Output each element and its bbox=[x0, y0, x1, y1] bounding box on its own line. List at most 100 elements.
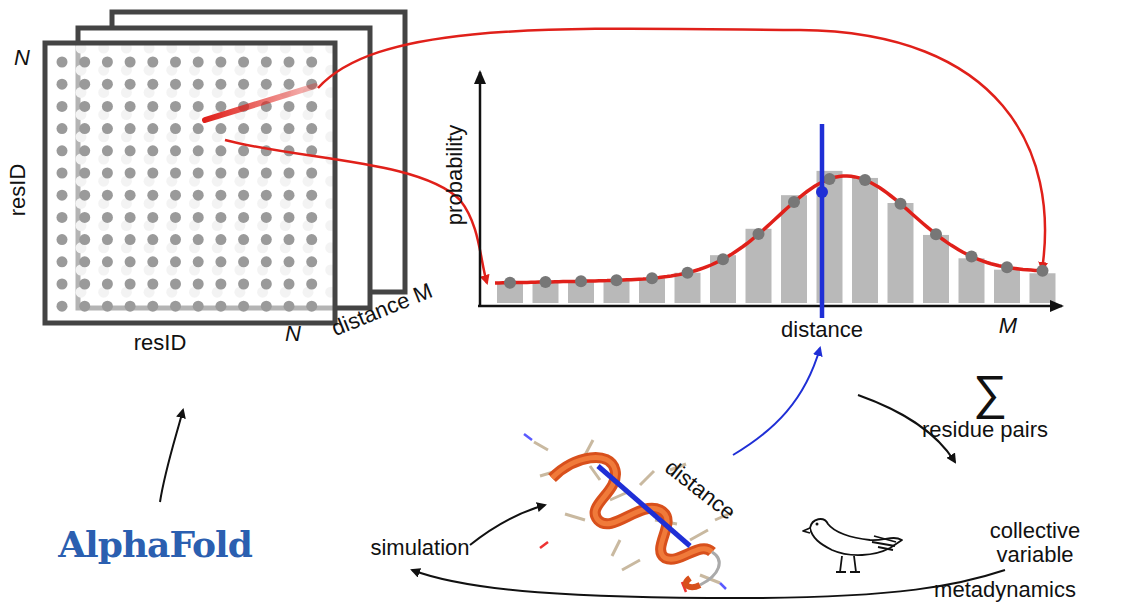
matrix-dots bbox=[57, 57, 318, 312]
data-point bbox=[717, 253, 729, 265]
dot bbox=[238, 234, 249, 245]
dot bbox=[306, 279, 317, 290]
dot bbox=[147, 79, 158, 90]
bar bbox=[994, 270, 1020, 303]
dot bbox=[284, 79, 295, 90]
dot bbox=[261, 79, 272, 90]
dot bbox=[306, 301, 317, 312]
data-point bbox=[611, 274, 623, 286]
dot bbox=[215, 279, 226, 290]
dot bbox=[79, 190, 90, 201]
dot bbox=[147, 123, 158, 134]
dot bbox=[306, 234, 317, 245]
dot bbox=[284, 279, 295, 290]
axis-label: distance bbox=[781, 318, 863, 342]
dot bbox=[79, 101, 90, 112]
bar bbox=[1030, 273, 1056, 303]
dot bbox=[284, 301, 295, 312]
dot bbox=[57, 57, 68, 68]
dot bbox=[79, 145, 90, 156]
dot bbox=[284, 212, 295, 223]
dot bbox=[306, 168, 317, 179]
dot bbox=[261, 57, 272, 68]
histogram-bars bbox=[497, 171, 1056, 303]
dot bbox=[284, 256, 295, 267]
dot bbox=[215, 168, 226, 179]
dot bbox=[238, 57, 249, 68]
dot bbox=[193, 145, 204, 156]
step-label: metadynamics bbox=[934, 578, 1076, 602]
dot bbox=[170, 256, 181, 267]
dot bbox=[170, 145, 181, 156]
dot bbox=[102, 279, 113, 290]
dot bbox=[57, 79, 68, 90]
dot bbox=[125, 212, 136, 223]
dot bbox=[147, 234, 158, 245]
dot bbox=[79, 212, 90, 223]
bar bbox=[888, 203, 914, 303]
dot bbox=[125, 101, 136, 112]
dot bbox=[79, 123, 90, 134]
dot bbox=[261, 256, 272, 267]
dot bbox=[306, 256, 317, 267]
dot bbox=[193, 79, 204, 90]
data-point bbox=[575, 275, 587, 287]
dot bbox=[125, 145, 136, 156]
dot bbox=[79, 256, 90, 267]
dot bbox=[306, 190, 317, 201]
dot bbox=[193, 234, 204, 245]
dot bbox=[238, 301, 249, 312]
dot bbox=[147, 168, 158, 179]
dot bbox=[57, 145, 68, 156]
dot bbox=[57, 212, 68, 223]
dot bbox=[193, 301, 204, 312]
dot bbox=[170, 234, 181, 245]
data-point bbox=[930, 228, 942, 240]
dot bbox=[306, 212, 317, 223]
dot bbox=[238, 123, 249, 134]
dot bbox=[57, 190, 68, 201]
dot bbox=[193, 101, 204, 112]
dot bbox=[193, 279, 204, 290]
dot bbox=[306, 101, 317, 112]
dot bbox=[147, 256, 158, 267]
dot bbox=[306, 123, 317, 134]
step-label: collective variable bbox=[975, 519, 1095, 567]
dot bbox=[79, 168, 90, 179]
dot bbox=[215, 256, 226, 267]
axis-letter: N bbox=[285, 322, 301, 346]
dot bbox=[284, 57, 295, 68]
dot bbox=[79, 279, 90, 290]
dot bbox=[102, 256, 113, 267]
dot bbox=[261, 123, 272, 134]
axis-letter: M bbox=[999, 314, 1017, 338]
dot bbox=[102, 101, 113, 112]
dot bbox=[57, 101, 68, 112]
dot bbox=[261, 279, 272, 290]
dot bbox=[215, 234, 226, 245]
dot bbox=[147, 145, 158, 156]
dot bbox=[215, 145, 226, 156]
dot bbox=[79, 79, 90, 90]
dot bbox=[125, 190, 136, 201]
data-point bbox=[504, 277, 516, 289]
dot bbox=[147, 301, 158, 312]
axis-label: resID bbox=[134, 331, 187, 355]
dot bbox=[57, 123, 68, 134]
dot bbox=[170, 79, 181, 90]
dot bbox=[193, 123, 204, 134]
dot bbox=[284, 190, 295, 201]
dot bbox=[238, 256, 249, 267]
dot bbox=[215, 123, 226, 134]
dot bbox=[170, 279, 181, 290]
data-point bbox=[682, 267, 694, 279]
dot bbox=[147, 279, 158, 290]
dot bbox=[170, 190, 181, 201]
dot bbox=[193, 57, 204, 68]
sum-symbol: ∑ bbox=[973, 367, 1007, 420]
logo-text: AlphaFold bbox=[58, 525, 252, 565]
dot bbox=[125, 168, 136, 179]
data-point bbox=[824, 173, 836, 185]
dot bbox=[102, 123, 113, 134]
dot bbox=[57, 234, 68, 245]
